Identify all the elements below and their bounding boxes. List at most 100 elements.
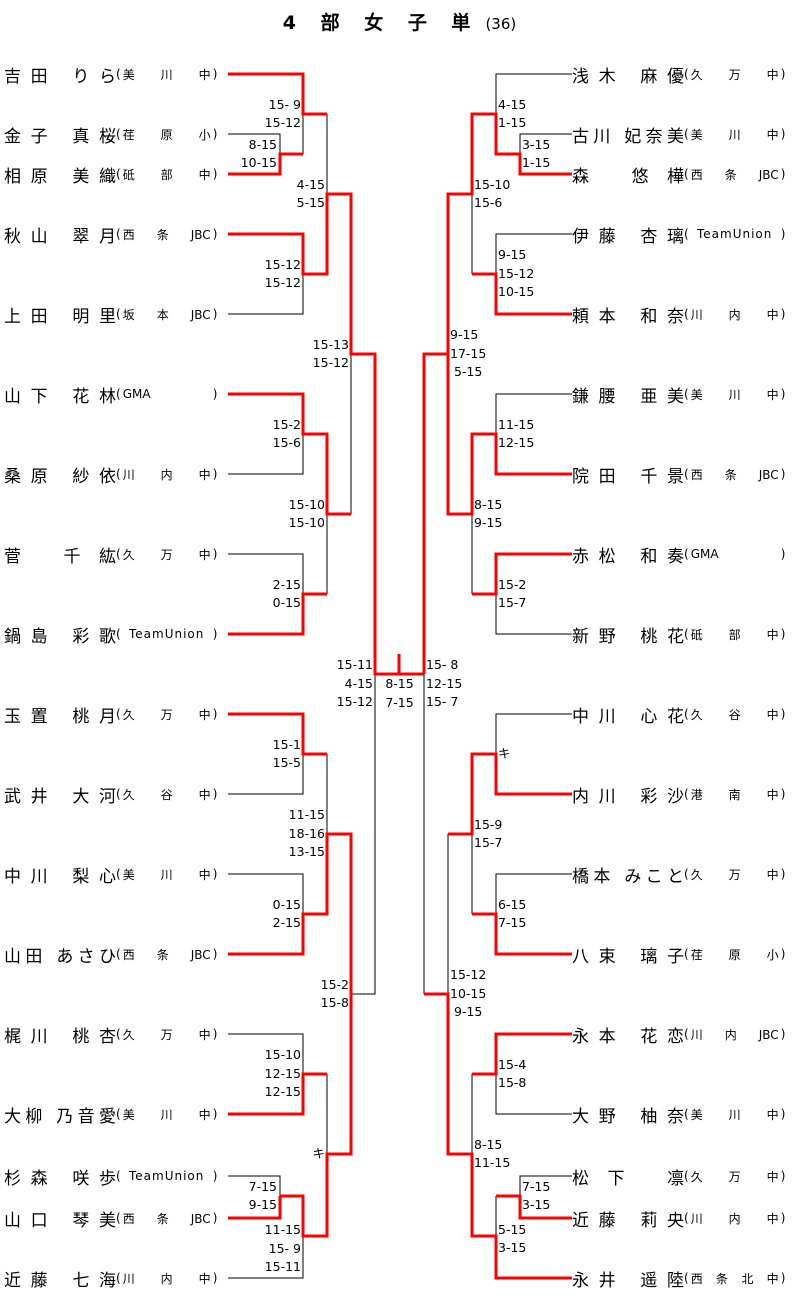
game-score: 17-15 bbox=[450, 345, 487, 361]
right-player-entry: 大野 柚奈(美川中) bbox=[572, 1103, 786, 1127]
game-score: 12-15 bbox=[426, 675, 463, 691]
right-match-score: 11-15 12-15 bbox=[498, 416, 534, 453]
player-team: (川内中) bbox=[684, 1211, 786, 1226]
player-name: 杉森 咲歩 bbox=[4, 1168, 116, 1189]
player-name: 梶川 桃杏 bbox=[4, 1026, 116, 1047]
left-player-entry: 吉田 りら(美川中) bbox=[4, 63, 217, 87]
left-player-entry: 上田 明里(坂本JBC) bbox=[4, 303, 217, 327]
right-player-entry: 永井 遥陸(西条北中) bbox=[572, 1267, 785, 1291]
player-team: (美川中) bbox=[116, 1107, 218, 1122]
player-team: (久谷中) bbox=[116, 787, 218, 802]
player-team: (美川中) bbox=[684, 127, 786, 142]
game-score: 5-15 bbox=[450, 364, 483, 380]
entry-count: (36) bbox=[485, 15, 517, 33]
player-name: 山下 花林 bbox=[4, 386, 116, 407]
game-score: キ bbox=[312, 1146, 325, 1161]
right-player-entry: 新野 桃花(砥部中) bbox=[572, 623, 785, 647]
player-name: 山口 琴美 bbox=[4, 1210, 116, 1231]
left-player-entry: 金子 真桜(荏原小) bbox=[4, 123, 217, 147]
game-score: 15-2 bbox=[272, 416, 301, 432]
player-team: (美川中) bbox=[684, 1107, 786, 1122]
player-team: (荏原小) bbox=[684, 947, 786, 962]
game-score: 0-15 bbox=[272, 896, 301, 912]
game-score: 9-15 bbox=[248, 1197, 277, 1212]
player-name: 中川 心花 bbox=[572, 706, 684, 727]
right-match-score: 15-12 10-15 9-15 bbox=[450, 966, 486, 1022]
game-score: 11-15 bbox=[264, 1222, 301, 1238]
game-score: 15-10 bbox=[288, 496, 325, 512]
right-player-entry: 森 悠樺(西条JBC) bbox=[572, 163, 786, 187]
game-score: 8-15 bbox=[474, 496, 503, 512]
game-score: 10-15 bbox=[498, 284, 535, 300]
game-score: 11-15 bbox=[474, 1155, 511, 1170]
right-player-entry: 浅木 麻優(久万中) bbox=[572, 63, 785, 87]
left-player-entry: 山田 あさひ(西条JBC) bbox=[4, 943, 218, 967]
game-score: 15-6 bbox=[474, 195, 503, 210]
player-name: 金子 真桜 bbox=[4, 126, 116, 147]
game-score: 10-15 bbox=[450, 985, 487, 1001]
player-team: (久万中) bbox=[116, 547, 218, 562]
game-score: 8-15 bbox=[248, 136, 277, 152]
game-score: 9-15 bbox=[450, 1004, 483, 1020]
game-score: 2-15 bbox=[272, 915, 301, 930]
player-name: 橋本 みこと bbox=[572, 866, 684, 887]
left-player-entry: 相原 美織(砥部中) bbox=[4, 163, 217, 187]
game-score: 15-12 bbox=[450, 967, 487, 983]
player-name: 頼本 和奈 bbox=[572, 306, 684, 327]
left-player-entry: 大柳 乃音愛(美川中) bbox=[4, 1103, 218, 1127]
player-name: 鍋島 彩歌 bbox=[4, 626, 116, 647]
right-player-entry: 橋本 みこと(久万中) bbox=[572, 863, 786, 887]
player-team: (川内中) bbox=[116, 467, 218, 482]
game-score: 15-7 bbox=[498, 595, 527, 610]
left-player-entry: 山口 琴美(西条JBC) bbox=[4, 1207, 217, 1231]
left-player-entry: 桑原 紗依(川内中) bbox=[4, 463, 218, 487]
player-team: (西条JBC) bbox=[116, 947, 218, 962]
player-team: (西条JBC) bbox=[684, 167, 786, 182]
left-player-entry: 武井 大河(久谷中) bbox=[4, 783, 218, 807]
player-name: 古川 妃奈美 bbox=[572, 126, 684, 147]
game-score: 0-15 bbox=[272, 595, 301, 610]
game-score: 15-12 bbox=[264, 256, 301, 272]
game-score: 1-15 bbox=[498, 115, 527, 130]
game-score: 12-15 bbox=[498, 435, 535, 450]
player-team: (西条JBC) bbox=[116, 227, 218, 242]
player-team: (美川中) bbox=[684, 387, 786, 402]
game-score: 15-11 bbox=[264, 1259, 301, 1275]
game-score: 15- 8 bbox=[426, 657, 459, 673]
player-name: 中川 梨心 bbox=[4, 866, 116, 887]
game-score: 7-15 bbox=[248, 1178, 277, 1194]
game-score: 15-4 bbox=[498, 1056, 527, 1072]
game-score: 15-12 bbox=[264, 275, 301, 290]
left-match-score: 0-15 2-15 bbox=[273, 896, 301, 933]
player-name: 松下 凛 bbox=[572, 1168, 684, 1189]
player-team: (TeamUnion) bbox=[684, 227, 786, 241]
right-player-entry: 院田 千景(西条JBC) bbox=[572, 463, 785, 487]
game-score: 3-15 bbox=[522, 1197, 551, 1212]
right-player-entry: 近藤 莉央(川内中) bbox=[572, 1207, 786, 1231]
left-player-entry: 玉置 桃月(久万中) bbox=[4, 703, 217, 727]
player-team: (美川中) bbox=[116, 867, 218, 882]
player-name: 武井 大河 bbox=[4, 786, 116, 807]
player-name: 森 悠樺 bbox=[572, 166, 684, 187]
player-team: (久万中) bbox=[684, 867, 786, 882]
game-score: 11-15 bbox=[498, 416, 535, 432]
right-player-entry: 八束 璃子(荏原小) bbox=[572, 943, 786, 967]
game-score: 15- 9 bbox=[268, 1240, 301, 1256]
game-score: 7-15 bbox=[522, 1178, 551, 1194]
game-score: 8-15 bbox=[385, 676, 414, 691]
game-score: 15-11 bbox=[336, 657, 373, 673]
